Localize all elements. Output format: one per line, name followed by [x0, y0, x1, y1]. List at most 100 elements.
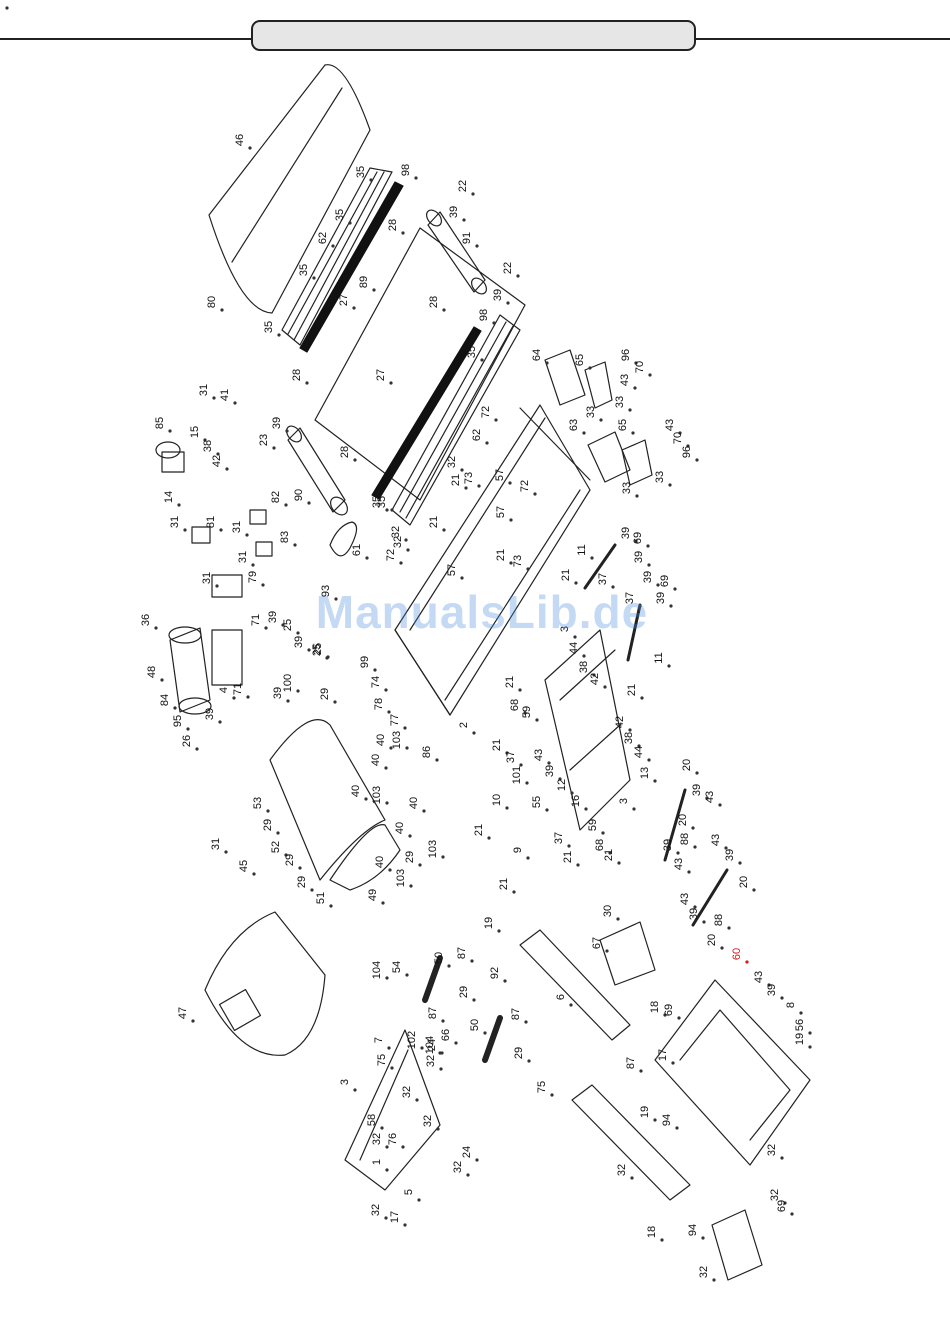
callout-marker-34	[5, 6, 9, 10]
callout-marker-31	[224, 850, 228, 854]
callout-marker-20	[691, 826, 695, 830]
callout-marker-26	[195, 747, 199, 751]
callout-21: 21	[603, 849, 615, 861]
part-front-roller-91	[426, 209, 487, 295]
callout-marker-21	[487, 836, 491, 840]
callout-marker-87	[470, 959, 474, 963]
part-handlebar-7	[344, 1029, 441, 1191]
callout-64: 64	[531, 349, 543, 361]
callout-26: 26	[181, 735, 193, 747]
callout-88: 88	[679, 833, 691, 845]
callout-39: 39	[724, 849, 736, 861]
callout-marker-28	[305, 381, 309, 385]
callout-marker-37	[638, 604, 642, 608]
callout-marker-35	[385, 508, 389, 512]
callout-33: 33	[621, 482, 633, 494]
callout-marker-74	[384, 688, 388, 692]
part-side-rail-left	[281, 167, 393, 346]
part-upright-5	[571, 1084, 691, 1201]
callout-marker-39	[286, 699, 290, 703]
part-motor-84	[168, 626, 243, 715]
callout-marker-37	[567, 844, 571, 848]
callout-9: 9	[512, 847, 524, 853]
callout-43: 43	[664, 419, 676, 431]
callout-marker-92	[503, 979, 507, 983]
callout-marker-43	[724, 846, 728, 850]
callout-45: 45	[238, 860, 250, 872]
callout-39: 39	[492, 289, 504, 301]
callout-19: 19	[639, 1106, 651, 1118]
callout-21: 21	[428, 516, 440, 528]
callout-33: 33	[654, 471, 666, 483]
callout-marker-35	[480, 358, 484, 362]
callout-56: 56	[794, 1019, 806, 1031]
callout-96: 96	[620, 349, 632, 361]
callout-50: 50	[469, 1019, 481, 1031]
callout-marker-32	[780, 1156, 784, 1160]
callout-34: 34	[0, 0, 3, 6]
part-belt-strip-98-lower	[371, 326, 482, 500]
callout-marker-3	[632, 807, 636, 811]
callout-marker-56	[808, 1031, 812, 1035]
callout-39: 39	[204, 708, 216, 720]
callout-28: 28	[339, 446, 351, 458]
callout-marker-33	[635, 494, 639, 498]
callout-13: 13	[639, 767, 651, 779]
callout-68: 68	[509, 699, 521, 711]
callout-marker-19	[653, 1118, 657, 1122]
callout-35: 35	[298, 264, 310, 276]
callout-21: 21	[491, 739, 503, 751]
callout-marker-39	[702, 920, 706, 924]
callout-marker-2	[472, 731, 476, 735]
callout-20: 20	[681, 759, 693, 771]
callout-marker-18	[660, 1238, 664, 1242]
callout-marker-45	[252, 872, 256, 876]
callout-21: 21	[504, 676, 516, 688]
callout-22: 22	[502, 262, 514, 274]
callout-marker-62	[331, 244, 335, 248]
callout-37: 37	[624, 592, 636, 604]
callout-91: 91	[461, 232, 473, 244]
callout-15: 15	[189, 426, 201, 438]
callout-marker-32	[466, 1173, 470, 1177]
callout-35: 35	[371, 496, 383, 508]
callout-78: 78	[373, 698, 385, 710]
callout-marker-27	[389, 381, 393, 385]
callout-marker-29	[418, 863, 422, 867]
callout-marker-81	[219, 528, 223, 532]
callout-35: 35	[355, 166, 367, 178]
callout-2: 2	[458, 722, 470, 728]
callout-marker-21	[442, 528, 446, 532]
part-foot-cap-34	[711, 1209, 763, 1281]
callout-47: 47	[177, 1007, 189, 1019]
callout-marker-32	[385, 1145, 389, 1149]
header-rule-left	[0, 38, 252, 40]
callout-marker-82	[284, 503, 288, 507]
callout-7: 7	[373, 1037, 385, 1043]
callout-marker-73	[526, 567, 530, 571]
callout-marker-14	[177, 503, 181, 507]
callout-61: 61	[351, 544, 363, 556]
callout-87: 87	[625, 1057, 637, 1069]
callout-marker-52	[284, 853, 288, 857]
callout-39: 39	[642, 571, 654, 583]
callout-marker-39	[281, 623, 285, 627]
callout-38: 38	[202, 440, 214, 452]
callout-marker-39	[506, 301, 510, 305]
callout-69: 69	[659, 575, 671, 587]
callout-marker-28	[353, 458, 357, 462]
callout-39: 39	[766, 984, 778, 996]
callout-marker-11	[667, 664, 671, 668]
callout-39: 39	[272, 687, 284, 699]
callout-marker-13	[653, 779, 657, 783]
callout-21: 21	[495, 549, 507, 561]
callout-marker-39	[634, 539, 638, 543]
callout-68: 68	[594, 839, 606, 851]
callout-marker-84	[173, 706, 177, 710]
part-upright-6	[519, 929, 631, 1041]
callout-marker-57	[509, 518, 513, 522]
callout-marker-39	[462, 218, 466, 222]
callout-marker-59	[601, 831, 605, 835]
